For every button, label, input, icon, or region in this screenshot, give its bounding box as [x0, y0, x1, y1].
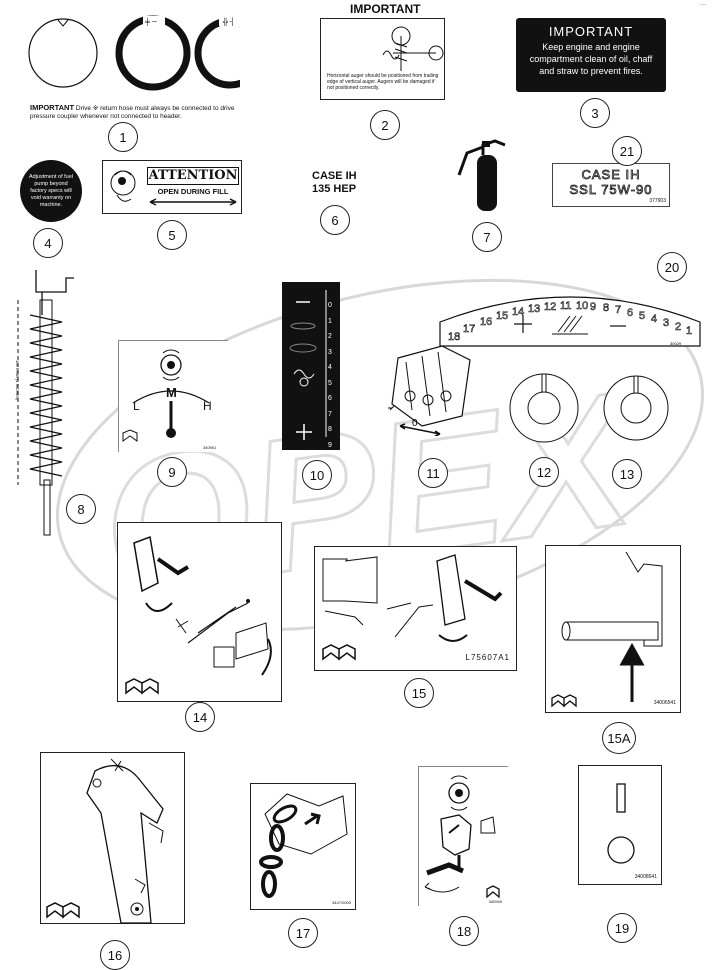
- svg-text:╪ ─: ╪ ─: [144, 17, 157, 27]
- svg-text:15: 15: [496, 310, 508, 322]
- decal-12-13-rings: [509, 373, 669, 443]
- auger-icon: [382, 26, 444, 71]
- reel-drive-diagram: [424, 775, 500, 899]
- callout-5: 5: [157, 220, 187, 250]
- svg-text:30029: 30029: [670, 341, 682, 346]
- callout-14: 14: [185, 702, 215, 732]
- callout-1: 1: [108, 122, 138, 152]
- fuel-fill-icon: [110, 170, 136, 202]
- svg-text:11: 11: [560, 300, 571, 312]
- decal-15: L75607A1: [314, 546, 517, 671]
- svg-text:7: 7: [615, 304, 621, 316]
- fire-extinguisher-icon: [457, 139, 506, 211]
- svg-text:4: 4: [651, 313, 657, 325]
- svg-text:10: 10: [576, 300, 588, 312]
- decal-10: 0 1 2 3 4 5 6 7 8 9: [282, 282, 340, 450]
- header-lift-diagram: [125, 535, 272, 695]
- decal-1-rings: ╪ ─ ╬ ┤: [28, 15, 240, 91]
- decal-17: 3447/0000: [250, 783, 356, 910]
- svg-text:5: 5: [639, 310, 645, 322]
- latch-diagram: [46, 758, 164, 924]
- decal-4: Adjustment of fuel pump beyond factory s…: [20, 160, 82, 222]
- decal-2: Horizontal auger should be positioned fr…: [320, 18, 445, 100]
- svg-text:8: 8: [603, 302, 609, 314]
- corner-mark: —: [700, 2, 706, 8]
- svg-text:162 RING (4 INCHES): 162 RING (4 INCHES): [15, 360, 20, 401]
- callout-13: 13: [612, 459, 642, 489]
- decal-16: [40, 752, 185, 924]
- callout-20: 20: [657, 252, 687, 282]
- header-tilt-diagram: [322, 554, 503, 661]
- fan-speed-scale: [289, 290, 327, 440]
- svg-text:14: 14: [512, 306, 524, 318]
- svg-text:6: 6: [627, 307, 633, 319]
- svg-text:18: 18: [448, 331, 460, 343]
- callout-19: 19: [607, 913, 637, 943]
- decal-18: 340945: [418, 766, 508, 906]
- callout-15a: 15A: [602, 722, 636, 754]
- decal-6: CASE IH 135 HEP: [312, 170, 357, 195]
- decal-2-title: IMPORTANT: [350, 2, 421, 16]
- callout-21: 21: [612, 136, 642, 166]
- decal-15a: 34006541: [545, 545, 681, 713]
- callout-15: 15: [404, 678, 434, 708]
- callout-6: 6: [320, 205, 350, 235]
- callout-2: 2: [370, 110, 400, 140]
- svg-text:12: 12: [544, 301, 556, 313]
- decal-19: 34008541: [578, 765, 662, 885]
- callout-8: 8: [66, 494, 96, 524]
- chain-diagram: [259, 793, 348, 898]
- callout-16: 16: [100, 940, 130, 970]
- svg-text:╬ ┤: ╬ ┤: [222, 17, 235, 27]
- double-arrow-icon: [149, 198, 237, 206]
- decal-11-lever: 0: [388, 345, 471, 436]
- svg-text:17: 17: [463, 323, 475, 335]
- decal-14: [117, 522, 282, 702]
- svg-text:13: 13: [528, 303, 540, 315]
- decal-5: ATTENTION OPEN DURING FILL: [102, 160, 242, 214]
- callout-10: 10: [302, 460, 332, 490]
- callout-7: 7: [472, 222, 502, 252]
- callout-3: 3: [580, 98, 610, 128]
- callout-17: 17: [288, 918, 318, 948]
- decal-1-text: IMPORTANT Drive ※ return hose must alway…: [30, 103, 235, 121]
- pin-arrow-diagram: [551, 551, 663, 708]
- svg-text:16: 16: [480, 316, 492, 328]
- callout-9: 9: [157, 457, 187, 487]
- svg-text:3: 3: [663, 317, 669, 329]
- switch-diagram: [607, 783, 635, 864]
- svg-text:2: 2: [675, 321, 681, 333]
- speed-dial-icon: [122, 349, 210, 442]
- callout-4: 4: [33, 228, 63, 258]
- callout-11: 11: [418, 458, 448, 488]
- decal-8-spring: 162 RING (4 INCHES): [15, 270, 74, 536]
- decal-9: M L H 340951: [118, 340, 228, 452]
- svg-text:1: 1: [686, 325, 692, 337]
- svg-text:0: 0: [412, 418, 418, 429]
- callout-12: 12: [529, 457, 559, 487]
- svg-text:9: 9: [590, 301, 596, 313]
- decal-3: IMPORTANT Keep engine and engine compart…: [516, 18, 666, 92]
- decal-21: CASE IH SSL 75W-90 377903: [552, 163, 670, 207]
- callout-18: 18: [449, 916, 479, 946]
